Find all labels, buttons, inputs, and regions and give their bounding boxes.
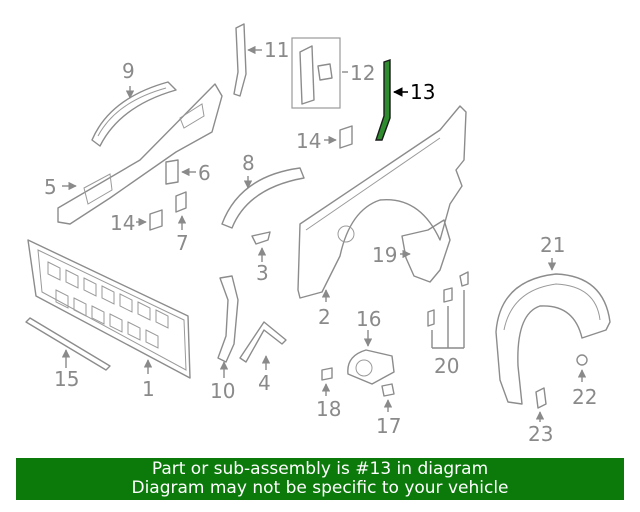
callout-1[interactable]: 1 [142,377,155,401]
part-2-bed-side [297,105,467,302]
part-15-strip [25,317,111,371]
part-6-bracket [165,159,196,185]
callout-8[interactable]: 8 [242,151,255,175]
part-1-tailgate [27,239,191,379]
banner-line-1: Part or sub-assembly is #13 in diagram [151,459,489,479]
callout-10[interactable]: 10 [210,379,235,403]
part-19-bracket [400,219,451,283]
part-13-highlighted-strip [375,59,408,141]
part-11-pillar [233,23,262,97]
callout-19[interactable]: 19 [372,243,397,267]
part-14-patch-lower [136,209,163,231]
part-22-clip [576,354,588,382]
part-14-patch-upper [324,125,353,149]
callout-6[interactable]: 6 [198,161,211,185]
callout-18[interactable]: 18 [316,397,341,421]
callout-16[interactable]: 16 [356,307,381,331]
banner-line-2: Diagram may not be specific to your vehi… [131,478,509,498]
part-16-fuel-door [347,330,395,385]
part-23-clip [535,387,547,422]
part-8-fender-flare [221,167,305,229]
part-20-bolts [427,271,469,349]
part-7-bracket [175,191,187,230]
part-21-wheelhouse-liner [495,258,611,405]
callout-17[interactable]: 17 [376,414,401,438]
part-10-pillar [217,275,239,378]
callout-22[interactable]: 22 [572,385,597,409]
part-12-assembly [291,37,348,109]
part-17-fastener [381,383,395,412]
part-4-seal [239,321,287,370]
callout-15[interactable]: 15 [54,367,79,391]
callout-14-lower[interactable]: 14 [110,211,135,235]
callout-2[interactable]: 2 [318,305,331,329]
part-5-inner-panel [57,83,223,225]
callout-23[interactable]: 23 [528,422,553,446]
part-18-fastener [321,367,333,396]
callout-9[interactable]: 9 [122,59,135,83]
callout-21[interactable]: 21 [540,233,565,257]
part-9-wheelhouse-trim [91,81,177,147]
parts-diagram: 9 5 6 7 14 11 12 13 14 8 3 2 19 21 16 20… [25,23,611,446]
callout-4[interactable]: 4 [258,371,271,395]
info-banner: Part or sub-assembly is #13 in diagram D… [16,458,624,500]
callout-14-upper[interactable]: 14 [296,129,321,153]
callout-13[interactable]: 13 [410,80,435,104]
part-3-clip [251,231,271,262]
callout-11[interactable]: 11 [264,38,289,62]
callout-3[interactable]: 3 [256,261,269,285]
callout-12[interactable]: 12 [350,61,375,85]
callout-7[interactable]: 7 [176,231,189,255]
callout-5[interactable]: 5 [44,175,57,199]
callout-20[interactable]: 20 [434,354,459,378]
